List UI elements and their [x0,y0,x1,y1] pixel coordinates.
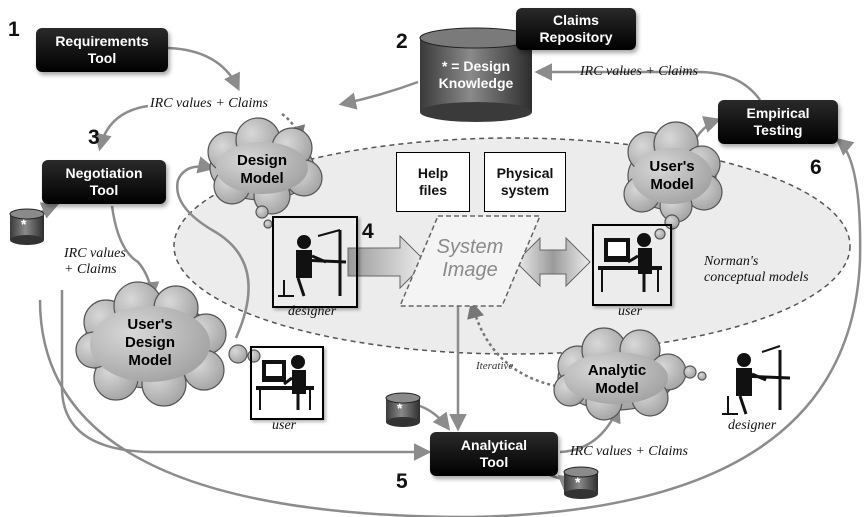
arrow-image-user [515,236,591,288]
dotted-analytic-to-image [467,300,557,388]
design-knowledge-cylinder [419,27,533,122]
step-4: 4 [362,220,374,243]
design-knowledge-label: * = Design Knowledge [438,58,514,91]
designer-figure-right [722,345,791,415]
help-files-box: Help files [396,152,470,212]
irc-claims-top-left: IRC values + Claims [150,96,268,111]
flow-left-to-analytical [60,290,432,461]
step-3: 3 [88,126,100,149]
analytic-model-cloud [553,327,707,421]
flow-empirical-to-knowledge [534,63,762,101]
designer-caption-center: designer [288,304,337,319]
analytic-model-text: Analytic Model [587,362,647,397]
flow-db-to-analytical [419,404,451,431]
db-mark-middle: * [397,400,403,416]
flow-negotiation-to-udm [110,205,160,300]
user-frame-center [592,224,672,306]
analytical-tool[interactable]: Analytical Tool [430,432,558,476]
dotted-irc-to-design [281,112,306,144]
designer-frame [272,216,358,308]
negotiation-tool[interactable]: Negotiation Tool [42,160,166,204]
users-model-text: User's Model [649,158,695,193]
system-image-shape [398,215,542,307]
claims-repository[interactable]: Claims Repository [516,8,636,50]
db-icon-left [9,208,45,245]
users-design-model-text: User's Design Model [124,316,175,369]
user-frame-left [250,346,324,420]
irc-claims-bottom: IRC values + Claims [570,444,688,459]
step-1: 1 [8,18,20,41]
physical-system-box: Physical system [484,152,566,212]
db-icon-bottom [563,466,599,499]
user-caption-center: user [618,304,643,319]
db-mark-bottom: * [575,474,581,490]
flow-udm-to-design [175,156,250,339]
step-6: 6 [810,156,822,179]
flow-knowledge-to-left [338,80,419,110]
iterative-label: Iterative [476,360,514,372]
users-model-cloud [623,121,723,240]
requirements-tool[interactable]: Requirements Tool [36,28,168,72]
db-icon-middle [385,392,421,427]
norman-caption: Norman's conceptual models [704,254,809,285]
user-figure-center [598,233,662,292]
step-5: 5 [396,470,408,493]
flow-req-to-knowledge [167,46,240,92]
user-caption-left: user [272,418,297,433]
design-model-cloud [207,117,323,229]
db-mark-left: * [21,216,27,232]
users-design-model-cloud [75,281,261,407]
designer-figure-center [278,229,347,297]
step-2: 2 [396,30,408,53]
irc-claims-top-right: IRC values + Claims [580,64,698,79]
flow-irc-to-negotiation [94,104,149,152]
design-model-text: Design Model [236,152,287,187]
empirical-testing[interactable]: Empirical Testing [718,100,838,144]
irc-claims-left: IRC values + Claims [64,246,126,277]
system-image-text: System Image [436,236,504,281]
user-figure-left [256,355,314,410]
designer-caption-right: designer [728,418,777,433]
flow-bottom-loop [38,137,862,517]
